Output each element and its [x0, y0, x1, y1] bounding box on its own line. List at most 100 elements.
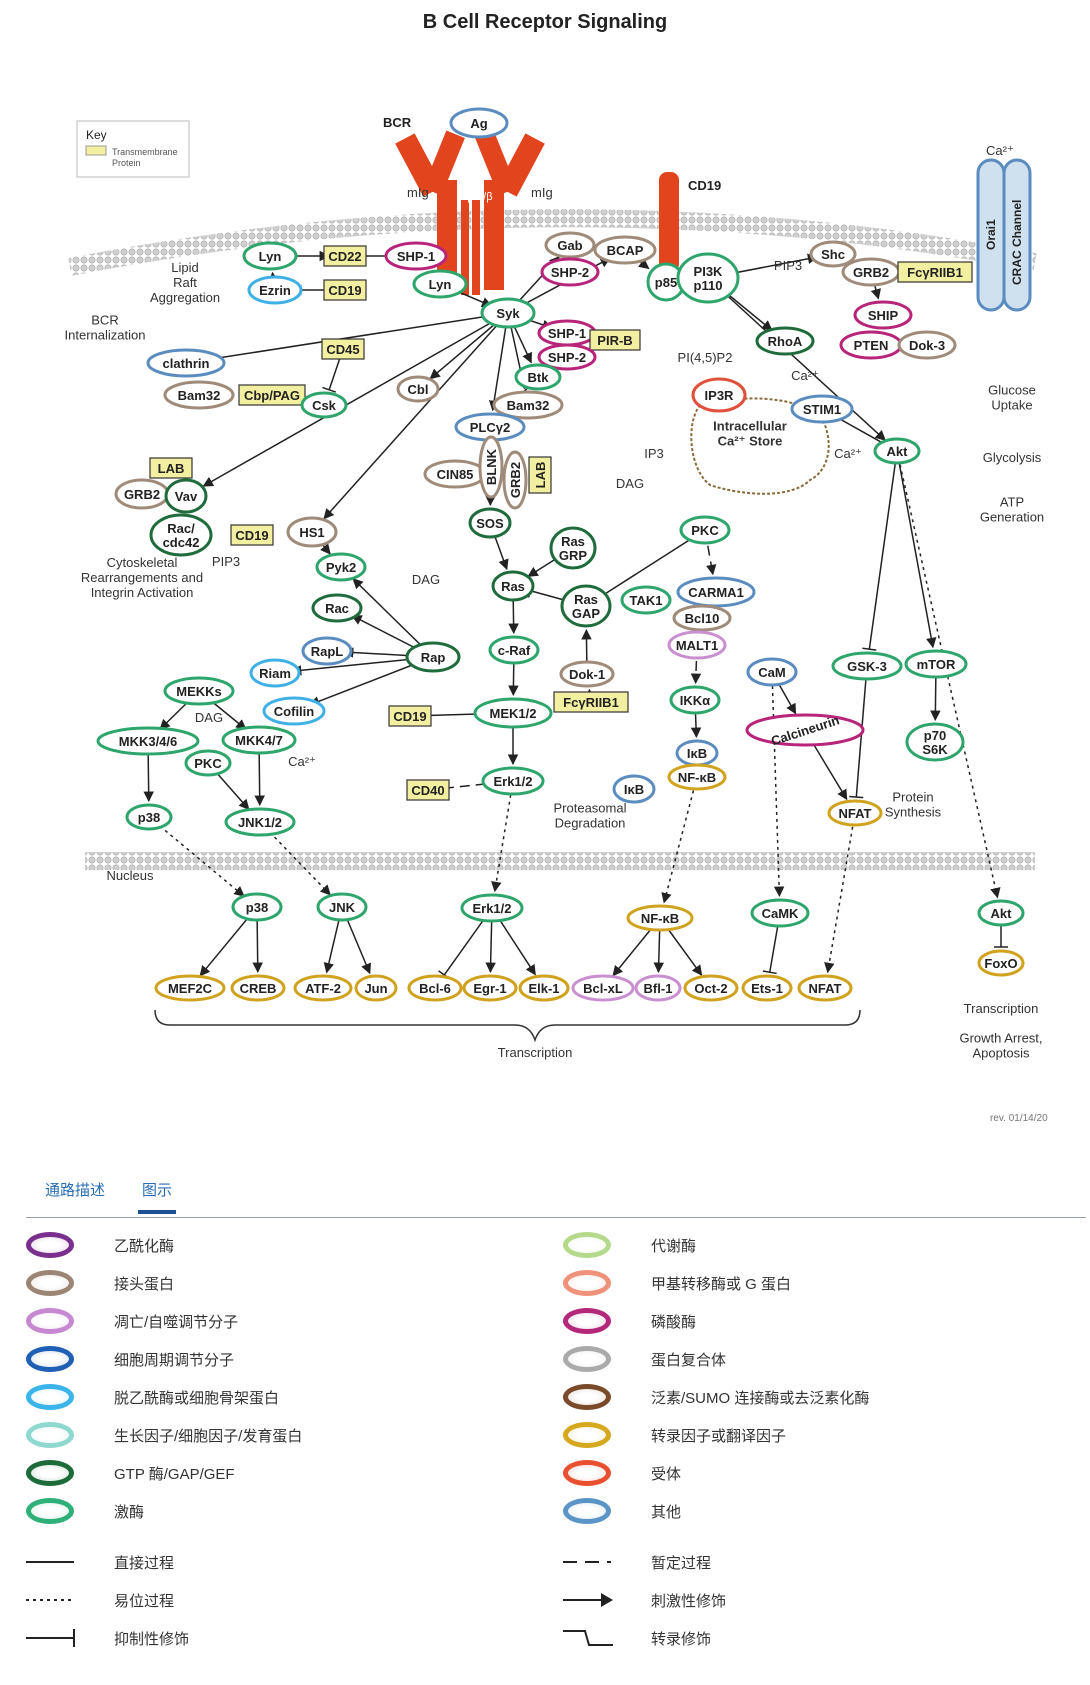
- node-shape-pirb: [589, 329, 641, 351]
- node-shape-bfl1: [634, 974, 682, 1002]
- node-mkk36: MKK3/4/6: [96, 726, 200, 756]
- node-akt2: Akt: [977, 899, 1025, 927]
- edge-syk-vav: [202, 312, 509, 487]
- node-mekks: MEKKs: [163, 676, 235, 706]
- node-label-grb2c: GRB2: [508, 462, 523, 498]
- nuclear-membrane: [85, 852, 1035, 870]
- label-growth: Growth Arrest,Apoptosis: [959, 1031, 1042, 1061]
- node-erk1: Erk1/2: [481, 766, 545, 796]
- node-label-mef2c: MEF2C: [168, 981, 213, 996]
- node-label-ip3r: IP3R: [705, 388, 735, 403]
- legend-swatch-9: [563, 1270, 611, 1296]
- node-label-syk: Syk: [496, 306, 520, 321]
- node-label-lab2: LAB: [533, 462, 548, 489]
- node-shape-akt2: [977, 899, 1025, 927]
- node-shape-erk1: [481, 766, 545, 796]
- node-shape-fcr1: [897, 261, 973, 283]
- legend-item-4: 脱乙酰酶或细胞骨架蛋白: [26, 1383, 279, 1411]
- node-shape-camk: [750, 898, 810, 928]
- node-shape-cd40: [406, 779, 450, 801]
- orai1-label: Orai1: [984, 219, 998, 250]
- node-cd19b: CD19: [230, 524, 274, 546]
- node-shape-shp2b: [537, 343, 597, 371]
- node-label-erk2: Erk1/2: [472, 901, 511, 916]
- legend-item-15: 其他: [563, 1497, 681, 1525]
- node-label-pirb: PIR-B: [597, 333, 632, 348]
- node-label-plcg2: PLCγ2: [470, 420, 510, 435]
- crac-label: CRAC Channel: [1010, 200, 1024, 285]
- legend-line-solid-icon: [26, 1561, 74, 1563]
- node-ikb1: IκB: [675, 739, 719, 767]
- node-pkc1: PKC: [679, 515, 731, 545]
- node-label-nfat2: NFAT: [809, 981, 842, 996]
- node-lab1: LAB: [149, 457, 193, 479]
- node-shape-craf: [488, 635, 540, 665]
- bcr-label: BCR: [383, 115, 412, 130]
- node-dok3: Dok-3: [897, 330, 957, 360]
- node-shape-p38a: [125, 803, 173, 831]
- tab-pathway-description[interactable]: 通路描述: [45, 1182, 106, 1199]
- node-cbppag: Cbp/PAG: [238, 384, 306, 406]
- legend-item-14: 受体: [563, 1459, 681, 1487]
- node-shape-nfat1: [827, 799, 883, 827]
- node-shape-mekks: [163, 676, 235, 706]
- node-nfat2: NFAT: [797, 974, 853, 1002]
- node-shape-stim1: [790, 394, 854, 424]
- node-shp2a: SHP-2: [540, 257, 600, 287]
- diagram-title: B Cell Receptor Signaling: [423, 11, 667, 33]
- node-shape-carma1: [676, 576, 756, 608]
- legend-item-10: 磷酸酶: [563, 1307, 696, 1335]
- node-label-pkc2: PKC: [194, 756, 222, 771]
- node-shape-ikka: [669, 685, 721, 715]
- legend-label-8: 代谢酶: [651, 1237, 697, 1255]
- node-label-ets1: Ets-1: [751, 981, 783, 996]
- legend-line-label-3: 刺激性修饰: [651, 1592, 727, 1610]
- legend-line-item-4: 抑制性修饰: [26, 1624, 189, 1652]
- edge-syk-clathrin: [201, 312, 509, 365]
- node-shape-grb2c: [502, 450, 528, 510]
- node-label-bam32a: Bam32: [178, 388, 221, 403]
- node-label-cam: CaM: [758, 665, 785, 680]
- node-shape-sos: [468, 507, 512, 539]
- node-stim1: STIM1: [790, 394, 854, 424]
- legend-label-12: 泛素/SUMO 连接酶或去泛素化酶: [651, 1389, 870, 1407]
- legend-line-label-0: 直接过程: [114, 1554, 175, 1572]
- node-label-gab: Gab: [557, 238, 582, 253]
- node-shape-creb: [230, 974, 286, 1002]
- node-label-mkk36: MKK3/4/6: [119, 734, 178, 749]
- node-label-jun: Jun: [364, 981, 387, 996]
- legend-item-7: 激酶: [26, 1497, 144, 1525]
- mig-left-label: mIg: [407, 185, 429, 200]
- node-craf: c-Raf: [488, 635, 540, 665]
- node-label-rhoa: RhoA: [768, 334, 803, 349]
- intracellular-store: [690, 397, 830, 495]
- node-label-pten: PTEN: [854, 338, 889, 353]
- ca-top-label: Ca²⁺: [986, 143, 1014, 158]
- node-label-cd19b: CD19: [235, 528, 268, 543]
- transcription-bracket: [154, 1009, 861, 1043]
- node-label-clathrin: clathrin: [163, 356, 210, 371]
- node-shape-cd45: [321, 338, 365, 360]
- node-shape-ets1: [741, 974, 793, 1002]
- node-shape-cd22: [323, 245, 367, 267]
- legend-line-item-1: 暂定过程: [563, 1548, 711, 1576]
- node-gab: Gab: [544, 231, 596, 259]
- node-label-lab1: LAB: [158, 461, 185, 476]
- node-shape-shp2a: [540, 257, 600, 287]
- node-shape-gab: [544, 231, 596, 259]
- tab-diagram[interactable]: 图示: [138, 1171, 177, 1214]
- node-label-bfl1: Bfl-1: [644, 981, 673, 996]
- node-label-cd22: CD22: [328, 249, 361, 264]
- ab-label: α/β α/β: [458, 191, 493, 203]
- legend-item-9: 甲基转移酶或 G 蛋白: [563, 1269, 791, 1297]
- node-shape-ship: [853, 300, 913, 330]
- node-calcineurin: Calcineurin: [745, 712, 865, 749]
- node-shape-bcap: [593, 235, 657, 265]
- node-shape-mkk36: [96, 726, 200, 756]
- node-clathrin: clathrin: [146, 348, 226, 378]
- node-rac2: Rac: [311, 593, 363, 623]
